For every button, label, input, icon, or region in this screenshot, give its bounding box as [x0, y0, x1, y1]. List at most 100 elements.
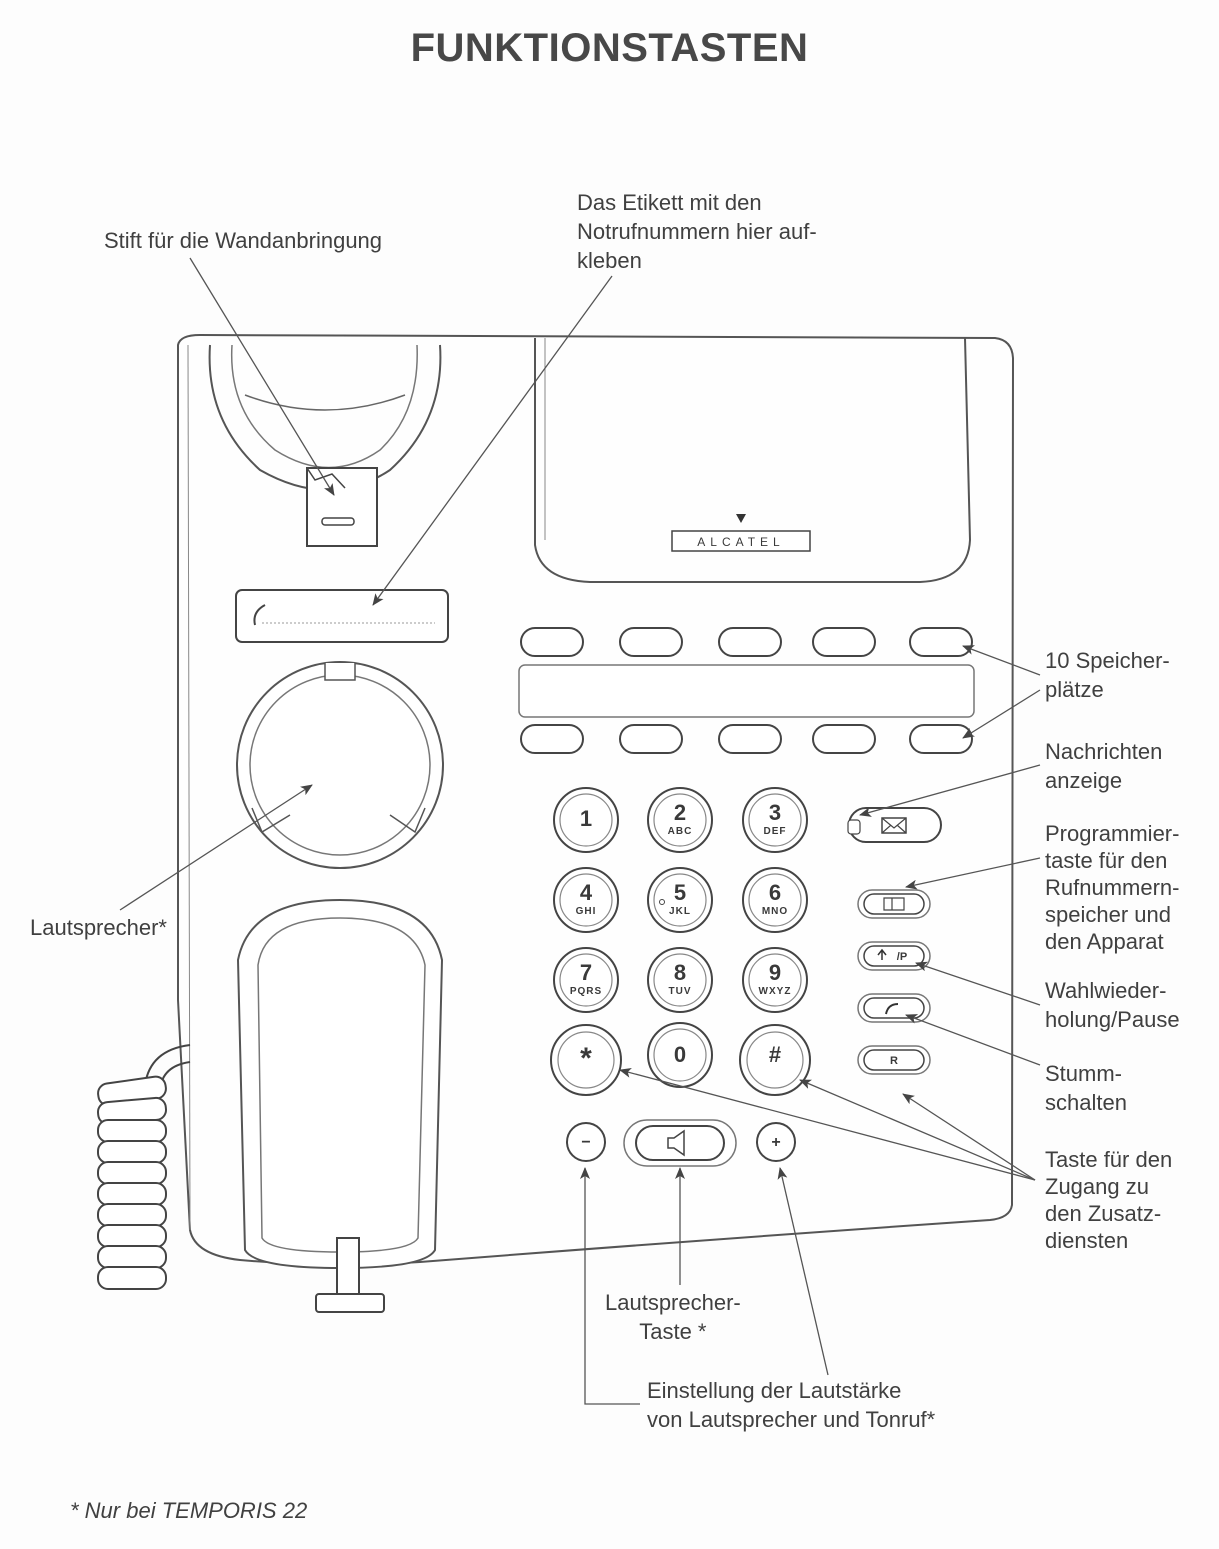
- label-program: Programmier- taste für den Rufnummern- s…: [1045, 820, 1179, 955]
- svg-text:+: +: [771, 1134, 780, 1151]
- top-panel: [534, 337, 972, 583]
- leader-lines: [119, 257, 1041, 1405]
- svg-text:#: #: [769, 1042, 781, 1067]
- key-5[interactable]: 5 JKL: [647, 867, 713, 933]
- svg-text:*: *: [580, 1042, 592, 1075]
- label-line: Nachrichten: [1045, 739, 1163, 764]
- footnote: * Nur bei TEMPORIS 22: [70, 1498, 308, 1523]
- key-0[interactable]: 0: [647, 1022, 713, 1088]
- svg-text:TUV: TUV: [669, 986, 692, 997]
- key-6[interactable]: 6 MNO: [742, 867, 808, 933]
- label-line: speicher und: [1045, 902, 1171, 927]
- brand-text: ALCATEL: [697, 535, 784, 549]
- label-volume: Einstellung der Lautstärke von Lautsprec…: [647, 1376, 935, 1434]
- label-line: von Lautsprecher und Tonruf*: [647, 1407, 936, 1432]
- memory-key[interactable]: [812, 627, 876, 657]
- key-7[interactable]: 7 PQRS: [553, 947, 619, 1013]
- key-1[interactable]: 1: [553, 787, 619, 853]
- page-title: FUNKTIONSTASTEN: [410, 26, 809, 70]
- label-line: Wahlwieder-: [1045, 978, 1167, 1003]
- mute-button[interactable]: [857, 993, 931, 1023]
- key-9[interactable]: 9 WXYZ: [742, 947, 808, 1013]
- label-line: plätze: [1045, 677, 1104, 702]
- label-emergency-strip: Das Etikett mit den Notrufnummern hier a…: [577, 188, 817, 275]
- label-line: Zugang zu: [1045, 1174, 1149, 1199]
- handset-rest: [236, 898, 444, 1270]
- memory-key[interactable]: [909, 627, 973, 657]
- label-line: Das Etikett mit den: [577, 190, 762, 215]
- key-hash[interactable]: #: [739, 1024, 811, 1096]
- label-memory: 10 Speicher- plätze: [1045, 646, 1170, 704]
- redial-pause-button[interactable]: /P: [857, 941, 931, 971]
- brand-logo: [736, 514, 746, 523]
- label-line: Einstellung der Lautstärke: [647, 1378, 902, 1403]
- memory-key[interactable]: [619, 724, 683, 754]
- coiled-cord: [97, 1044, 191, 1290]
- svg-text:WXYZ: WXYZ: [759, 986, 792, 997]
- svg-text:9: 9: [769, 960, 781, 985]
- svg-text:3: 3: [769, 800, 781, 825]
- keypad: 1 2 ABC 3 DEF 4 GHI 5 JKL 6 MNO: [550, 787, 811, 1096]
- label-line: 10 Speicher-: [1045, 648, 1170, 673]
- recall-button[interactable]: R: [857, 1045, 931, 1075]
- label-line: anzeige: [1045, 768, 1123, 793]
- label-line: kleben: [577, 248, 642, 273]
- memory-keys: [518, 627, 975, 754]
- label-line: den Zusatz-: [1045, 1201, 1162, 1226]
- volume-plus-button[interactable]: +: [756, 1122, 796, 1162]
- label-line: holung/Pause: [1045, 1007, 1180, 1032]
- label-line: Programmier-: [1045, 821, 1180, 846]
- svg-text:PQRS: PQRS: [570, 986, 602, 997]
- svg-text:4: 4: [580, 880, 593, 905]
- handset-icon: [885, 1003, 899, 1015]
- key-star[interactable]: *: [550, 1024, 622, 1096]
- program-button[interactable]: [857, 889, 931, 919]
- memory-key[interactable]: [718, 627, 782, 657]
- handset-icon: [253, 604, 266, 626]
- svg-text:JKL: JKL: [669, 906, 691, 917]
- svg-text:ABC: ABC: [668, 826, 693, 837]
- label-message: Nachrichten anzeige: [1045, 737, 1162, 795]
- redial-arrow-icon: [877, 948, 887, 960]
- envelope-icon: [881, 817, 907, 834]
- cord-plug: [336, 1237, 360, 1299]
- key-4[interactable]: 4 GHI: [553, 867, 619, 933]
- svg-text:DEF: DEF: [764, 826, 787, 837]
- memory-key[interactable]: [909, 724, 973, 754]
- memory-key[interactable]: [718, 724, 782, 754]
- label-line: schalten: [1045, 1090, 1127, 1115]
- label-line: diensten: [1045, 1228, 1129, 1253]
- svg-text:−: −: [581, 1134, 590, 1151]
- memory-key[interactable]: [520, 724, 584, 754]
- label-services: Taste für den Zugang zu den Zusatz- dien…: [1045, 1146, 1172, 1254]
- label-wall-pin: Stift für die Wandanbringung: [104, 228, 383, 253]
- svg-text:R: R: [890, 1055, 898, 1067]
- speaker-grille: [236, 661, 444, 869]
- volume-minus-button[interactable]: −: [566, 1122, 606, 1162]
- memory-key[interactable]: [520, 627, 584, 657]
- key-8[interactable]: 8 TUV: [647, 947, 713, 1013]
- label-line: Taste *: [639, 1319, 707, 1344]
- label-line: Stumm-: [1045, 1061, 1122, 1086]
- label-line: den Apparat: [1045, 929, 1164, 954]
- key-2[interactable]: 2 ABC: [647, 787, 713, 853]
- svg-text:1: 1: [580, 806, 592, 831]
- memory-key[interactable]: [619, 627, 683, 657]
- message-indicator: [847, 807, 942, 843]
- speaker-icon: [667, 1129, 685, 1157]
- svg-text:7: 7: [580, 960, 592, 985]
- memory-key[interactable]: [812, 724, 876, 754]
- label-speaker: Lautsprecher*: [30, 915, 167, 940]
- svg-text:6: 6: [769, 880, 781, 905]
- speaker-button[interactable]: [623, 1119, 737, 1167]
- label-line: Notrufnummern hier auf-: [577, 219, 817, 244]
- svg-text:0: 0: [674, 1042, 686, 1067]
- label-line: taste für den: [1045, 848, 1168, 873]
- svg-text:/P: /P: [897, 951, 907, 963]
- svg-text:MNO: MNO: [762, 906, 788, 917]
- svg-text:2: 2: [674, 800, 686, 825]
- emergency-label-strip: [235, 589, 449, 643]
- label-line: Rufnummern-: [1045, 875, 1180, 900]
- key-3[interactable]: 3 DEF: [742, 787, 808, 853]
